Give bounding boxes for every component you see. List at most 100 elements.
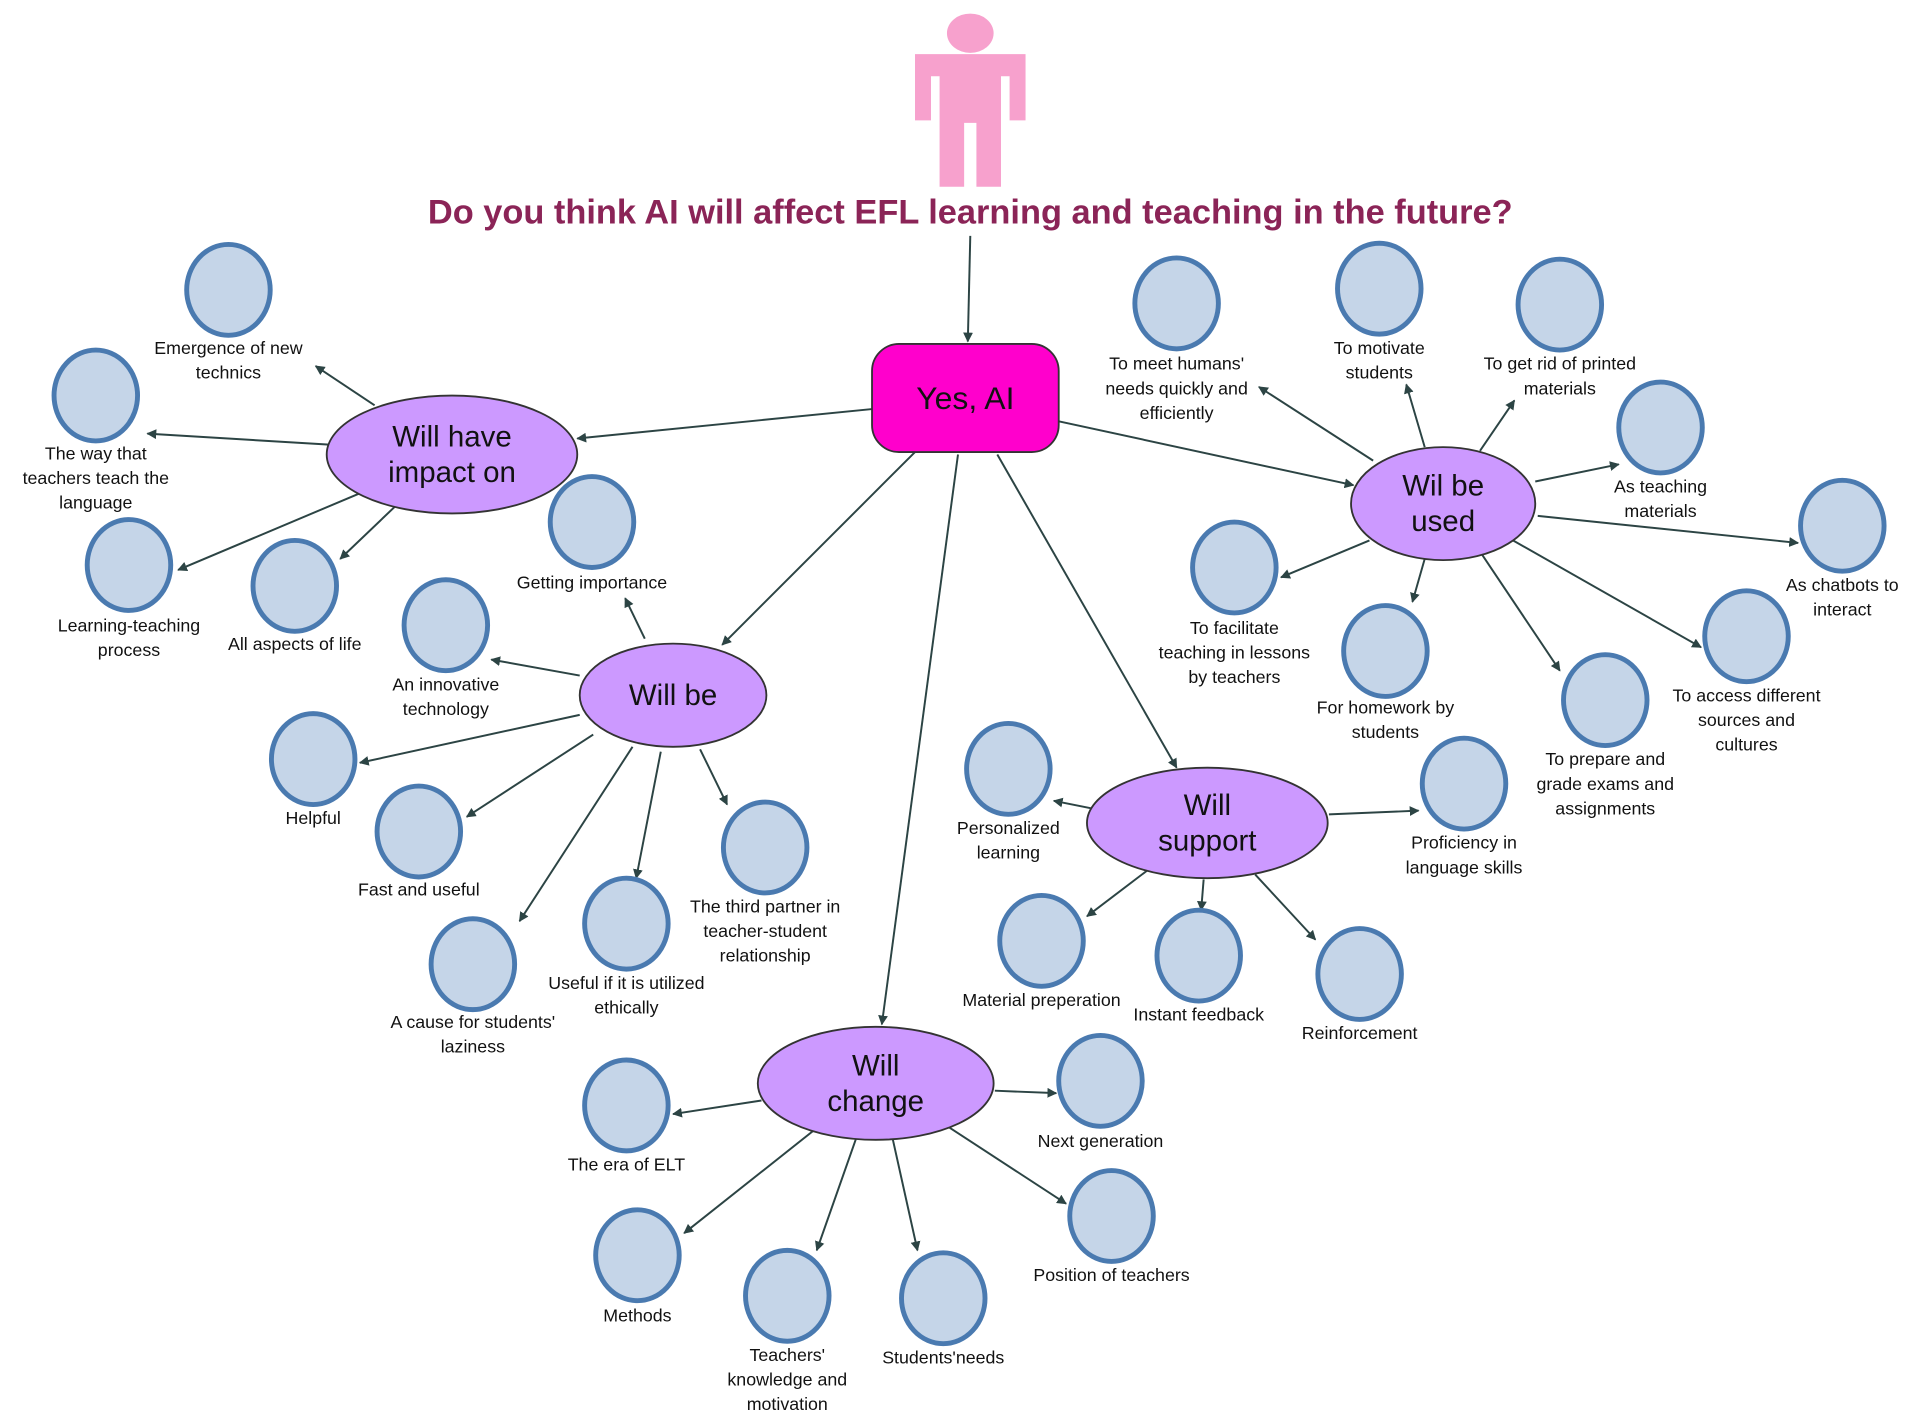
hub-label: impact on [388, 456, 516, 489]
leaf-circle [1515, 256, 1605, 353]
will-be-to-leaf-arrow [633, 751, 662, 880]
will-be-to-leaf-arrow [358, 713, 580, 766]
leaf-label: relationship [720, 946, 811, 966]
hub-ellipse [756, 1025, 995, 1141]
leaf-circle [1315, 926, 1404, 1022]
leaf-label: interact [1813, 599, 1871, 619]
root-to-impact-arrow [576, 408, 873, 443]
leaf-circle [1067, 1168, 1156, 1264]
used-to-leaf-arrow [1410, 558, 1426, 603]
leaf-node: Material preperation [962, 892, 1121, 1010]
will-be-to-leaf-arrow [490, 656, 580, 677]
leaf-label: Fast and useful [358, 879, 480, 899]
leaf-label: The third partner in [690, 897, 840, 917]
leaf-label: The way that [45, 443, 147, 463]
leaf-circle [1335, 240, 1424, 337]
leaf-label: process [98, 640, 160, 660]
leaf-node: A cause for students'laziness [391, 916, 555, 1057]
leaf-node: The way that teachers teach the language [23, 347, 170, 513]
leaf-label: For homework by [1317, 698, 1455, 718]
hub-label: Will be [629, 679, 717, 712]
support-to-leaf-arrow [1086, 868, 1149, 918]
leaf-label: technology [403, 699, 489, 719]
change-to-leaf-arrow [672, 1099, 762, 1118]
leaf-circle [184, 242, 273, 338]
hub-label: Will have [392, 421, 512, 454]
hub-label: Will [852, 1049, 899, 1082]
leaf-label: To facilitate [1190, 618, 1279, 638]
support-to-leaf-arrow [1328, 806, 1420, 816]
leaf-circle [1132, 255, 1221, 352]
leaf-label: materials [1624, 501, 1696, 521]
leaf-label: Reinforcement [1302, 1023, 1418, 1043]
leaf-label: To get rid of printed [1484, 354, 1636, 374]
leaf-circle [84, 517, 174, 613]
leaf-label: cultures [1715, 734, 1777, 754]
leaf-label: All aspects of life [228, 634, 362, 654]
leaf-node: The third partner in teacher-student relat… [690, 799, 840, 966]
leaf-label: teacher-student [703, 921, 827, 941]
support-to-leaf-arrow [1196, 879, 1207, 912]
used-to-leaf-arrow [1280, 539, 1370, 579]
leaf-circle [401, 577, 491, 674]
leaf-label: language [59, 493, 132, 513]
support-to-leaf-arrow [1052, 797, 1091, 810]
leaf-label: Instant feedback [1133, 1005, 1264, 1025]
will-be-to-leaf-arrow [624, 597, 646, 640]
change-to-leaf-arrow [815, 1138, 857, 1252]
leaf-circle [582, 1057, 671, 1154]
used-to-leaf-arrow [1537, 514, 1800, 547]
title-to-root-arrow [963, 235, 973, 343]
leaf-node: Position of teachers [1033, 1168, 1190, 1285]
leaf-circle [593, 1207, 682, 1304]
leaf-circle [1616, 379, 1705, 476]
leaf-label: Position of teachers [1033, 1265, 1189, 1285]
leaf-label: technics [196, 362, 261, 382]
leaf-label: Next generation [1038, 1131, 1164, 1151]
leaf-node: Instant feedback [1133, 907, 1264, 1025]
leaf-label: students [1352, 722, 1419, 742]
leaf-node: Helpful [268, 711, 358, 828]
hub-node-will-be: Will be [578, 642, 768, 748]
leaf-label: grade exams and [1536, 774, 1674, 794]
leaf-label: students [1346, 362, 1413, 382]
leaf-label: knowledge and [727, 1369, 847, 1389]
impact-to-leaf-arrow [339, 505, 397, 560]
leaf-label: Teachers' [749, 1345, 825, 1365]
leaf-label: An innovative [392, 674, 499, 694]
leaf-circle [547, 474, 637, 570]
leaf-label: language skills [1406, 857, 1523, 877]
leaf-circle [1702, 588, 1791, 685]
used-to-leaf-arrow [1535, 461, 1620, 483]
change-to-leaf-arrow [994, 1087, 1058, 1098]
leaf-node: All aspects of life [228, 538, 362, 654]
leaf-label: Useful if it is utilized [548, 973, 704, 993]
leaf-circle [1419, 735, 1509, 832]
leaf-node: Reinforcement [1302, 926, 1418, 1043]
leaf-label: teachers teach the [23, 468, 170, 488]
hub-label: Wil be [1402, 470, 1484, 503]
will-be-to-leaf-arrow [465, 733, 594, 818]
will-be-to-leaf-arrow [518, 746, 634, 923]
leaf-label: ethically [594, 997, 658, 1017]
hub-label: support [1158, 825, 1256, 858]
leaf-circle [1190, 519, 1279, 616]
diagram-title: Do you think AI will affect EFL learning… [428, 194, 1513, 232]
leaf-circle [428, 916, 518, 1013]
leaf-node: An innovative technology [392, 577, 499, 719]
root-to-change-arrow [878, 454, 959, 1026]
impact-to-leaf-arrow [177, 492, 360, 572]
change-to-leaf-arrow [891, 1139, 921, 1252]
